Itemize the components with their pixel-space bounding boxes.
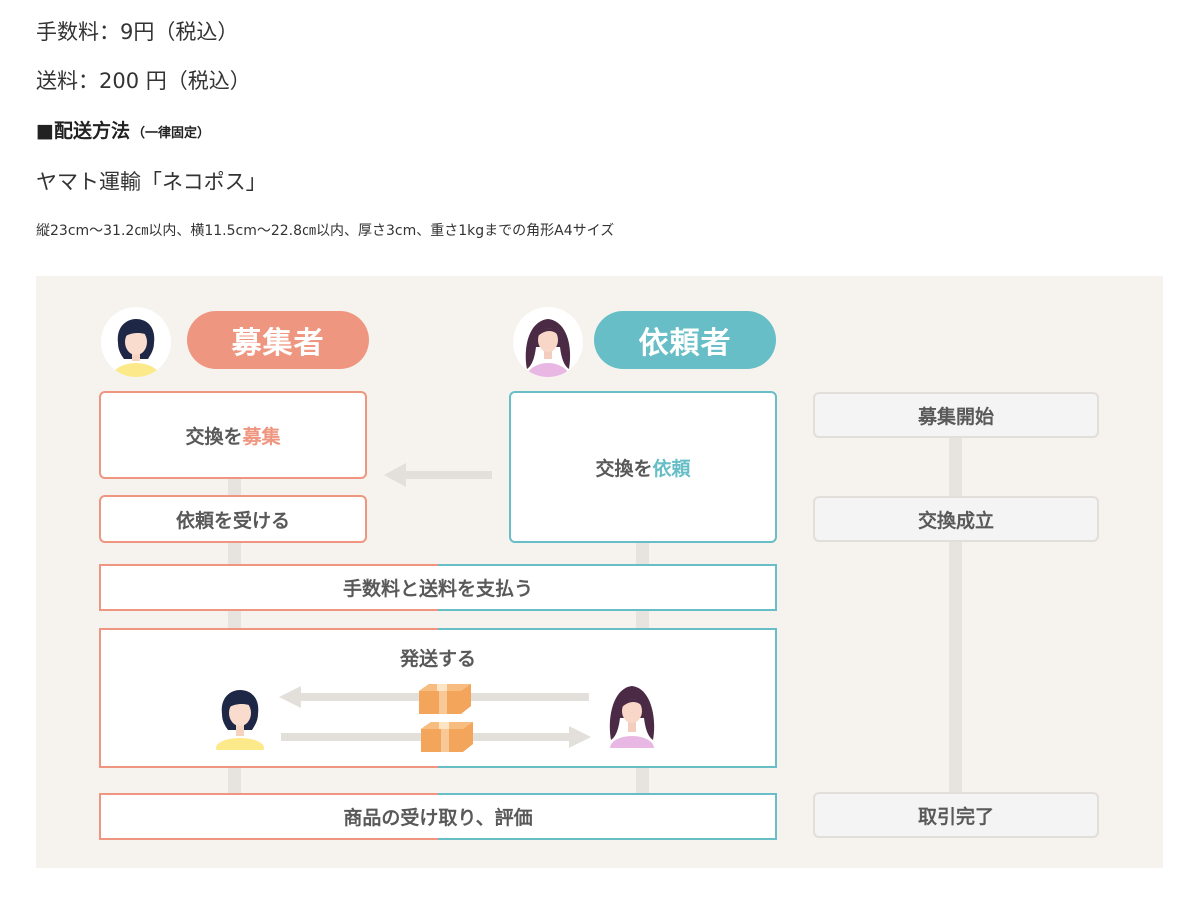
package-icon [419,684,471,714]
shipping-fee-text: 送料：200 円（税込） [36,69,251,93]
recruiter-mini-avatar-icon [213,686,267,750]
ship-box: 発送する [99,628,777,768]
shipping-method-heading: ■配送方法（一律固定） [36,116,210,143]
ship-title: 発送する [399,648,476,670]
status-recruit-start: 募集開始 [813,392,1099,438]
recruiter-label: 募集者 [187,311,369,369]
method-note: （一律固定） [131,126,210,141]
receive-request-box: 依頼を受ける [99,495,367,543]
requester-avatar-icon [513,307,583,377]
requester-label: 依頼者 [594,311,776,369]
request-box-prefix: 交換を [595,457,653,480]
receive-review-box: 商品の受け取り、評価 [99,793,777,840]
package-icon [421,722,473,752]
status-exchange-established: 交換成立 [813,496,1099,542]
status-connector [949,434,962,794]
recruit-box-highlight: 募集 [242,425,281,448]
request-box-highlight: 依頼 [652,457,691,480]
requester-mini-avatar-icon [605,684,659,748]
request-exchange-box: 交換を依頼 [509,391,777,543]
recruit-box-prefix: 交換を [185,425,243,448]
status-transaction-complete: 取引完了 [813,792,1099,838]
fee-text: 手数料：9円（税込） [36,20,239,44]
recruit-exchange-box: 交換を募集 [99,391,367,479]
pay-fees-box: 手数料と送料を支払う [99,564,777,611]
size-text: 縦23cm～31.2㎝以内、横11.5cm～22.8㎝以内、厚さ3cm、重さ1k… [36,223,615,239]
arrow-left-icon [384,463,492,487]
recruiter-avatar-icon [101,307,171,377]
exchange-flow-diagram: 募集者 依頼者 交換を募集 交換を依頼 依頼を受ける [36,276,1163,868]
carrier-text: ヤマト運輸「ネコポス」 [36,170,267,194]
method-heading: ■配送方法 [36,120,130,142]
